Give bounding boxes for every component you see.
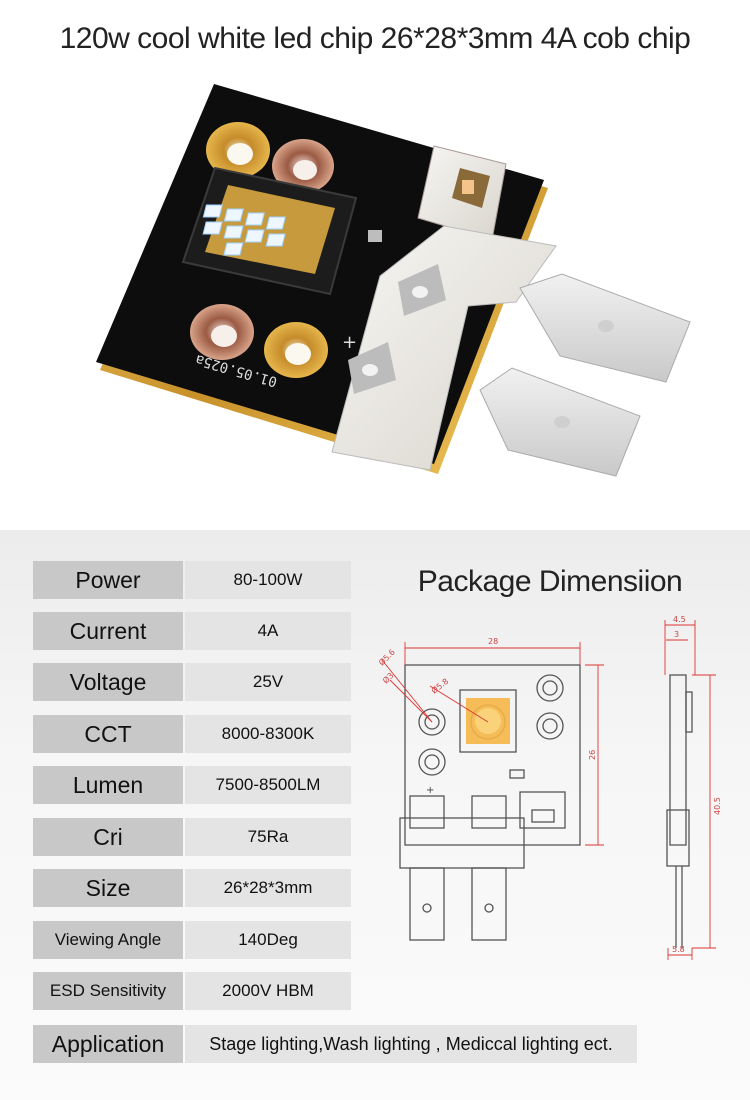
package-drawing: 28 26 Ø5.6 Ø3 Ø5.8 4.5 3 40.5 5.8 + bbox=[376, 615, 722, 960]
polarity-mark: + bbox=[342, 332, 357, 353]
mounting-hole bbox=[190, 304, 254, 360]
dim-side-bottom: 5.8 bbox=[672, 945, 685, 954]
spec-value: 140Deg bbox=[185, 921, 351, 959]
led-lens bbox=[475, 708, 501, 734]
board-outline bbox=[404, 664, 581, 846]
spec-row-viewing-angle: Viewing Angle 140Deg bbox=[33, 921, 351, 959]
spec-value: 4A bbox=[185, 612, 351, 650]
spec-value: 7500-8500LM bbox=[185, 766, 351, 804]
dim-width: 28 bbox=[488, 637, 498, 646]
spec-label: Viewing Angle bbox=[33, 921, 183, 959]
dim-hole-d3: Ø5.8 bbox=[429, 676, 450, 696]
mounting-hole bbox=[206, 122, 270, 178]
spec-value: 2000V HBM bbox=[185, 972, 351, 1010]
product-image: + 01.05.025a bbox=[96, 84, 691, 477]
spec-row-application: Application Stage lighting,Wash lighting… bbox=[33, 1025, 637, 1063]
spec-row-cct: CCT 8000-8300K bbox=[33, 715, 351, 753]
dim-height: 26 bbox=[588, 750, 597, 760]
spec-value: 8000-8300K bbox=[185, 715, 351, 753]
spec-label: Lumen bbox=[33, 766, 183, 804]
spec-row-esd: ESD Sensitivity 2000V HBM bbox=[33, 972, 351, 1010]
spec-value: 75Ra bbox=[185, 818, 351, 856]
spec-label: Power bbox=[33, 561, 183, 599]
connector bbox=[417, 145, 507, 241]
spec-label: ESD Sensitivity bbox=[33, 972, 183, 1010]
dim-side-total: 40.5 bbox=[713, 797, 722, 815]
spec-row-current: Current 4A bbox=[33, 612, 351, 650]
led-outline bbox=[459, 689, 517, 753]
spec-value: 26*28*3mm bbox=[185, 869, 351, 907]
spec-label: CCT bbox=[33, 715, 183, 753]
mounting-hole bbox=[272, 139, 334, 193]
dim-side-inner: 3 bbox=[674, 630, 679, 639]
mounting-hole bbox=[264, 322, 328, 378]
page-title: 120w cool white led chip 26*28*3mm 4A co… bbox=[59, 22, 691, 55]
spec-label: Voltage bbox=[33, 663, 183, 701]
spec-row-size: Size 26*28*3mm bbox=[33, 869, 351, 907]
spec-row-voltage: Voltage 25V bbox=[33, 663, 351, 701]
terminal-block bbox=[331, 225, 691, 477]
spec-label: Current bbox=[33, 612, 183, 650]
spec-value: 25V bbox=[185, 663, 351, 701]
spec-row-power: Power 80-100W bbox=[33, 561, 351, 599]
drawing-polarity-mark: + bbox=[426, 785, 434, 796]
spec-label: Application bbox=[33, 1025, 183, 1063]
spec-row-cri: Cri 75Ra bbox=[33, 818, 351, 856]
spec-label: Size bbox=[33, 869, 183, 907]
spec-row-lumen: Lumen 7500-8500LM bbox=[33, 766, 351, 804]
dim-side-top: 4.5 bbox=[673, 615, 686, 624]
smd-component bbox=[368, 230, 382, 242]
dim-hole-d1: Ø5.6 bbox=[376, 647, 397, 668]
package-title: Package Dimensiion bbox=[417, 565, 683, 598]
spec-value: 80-100W bbox=[185, 561, 351, 599]
spec-label: Cri bbox=[33, 818, 183, 856]
led-die-array bbox=[202, 204, 286, 256]
spec-value: Stage lighting,Wash lighting , Mediccal … bbox=[185, 1025, 637, 1063]
